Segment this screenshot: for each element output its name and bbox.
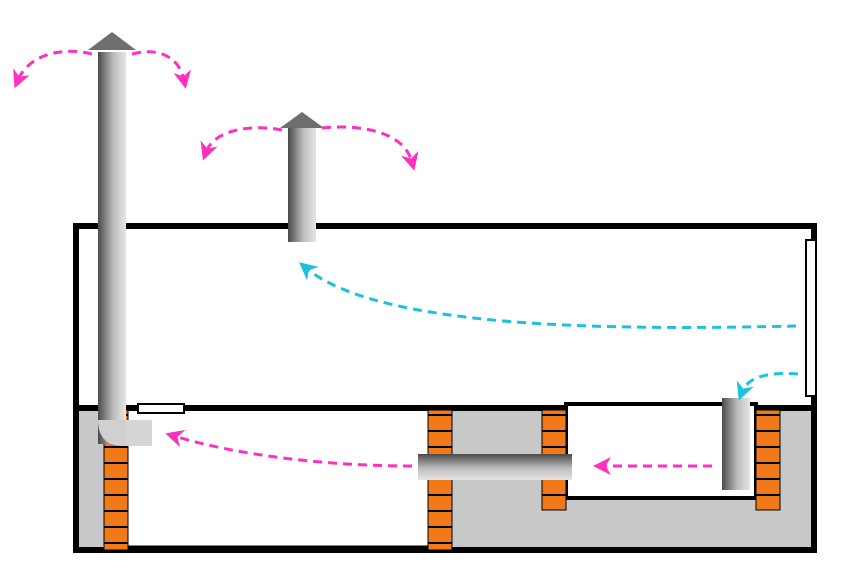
warm-flow-arrow-chimney-left [13,49,93,89]
upper-room-wall [73,223,817,411]
warm-flow-arrow-chimney-right [131,50,192,89]
horizontal-duct-pipe-icon [418,454,572,480]
short-vent-pipe-icon [280,112,324,242]
basement-open-space [128,411,450,547]
vertical-heater-pipe-icon [722,398,750,490]
cool-flow-arrow-window [736,372,799,401]
warm-flow-arrow-vent-left [200,126,283,161]
right-window [805,239,817,397]
floor-vent-slot [137,403,185,414]
cool-flow-arrow-room [299,262,797,329]
warm-flow-arrow-basement-duct [165,429,413,468]
tall-chimney-pipe-icon [88,32,152,446]
brick-pier-right-2 [755,409,781,511]
warm-flow-arrow-vent-right [321,125,419,171]
